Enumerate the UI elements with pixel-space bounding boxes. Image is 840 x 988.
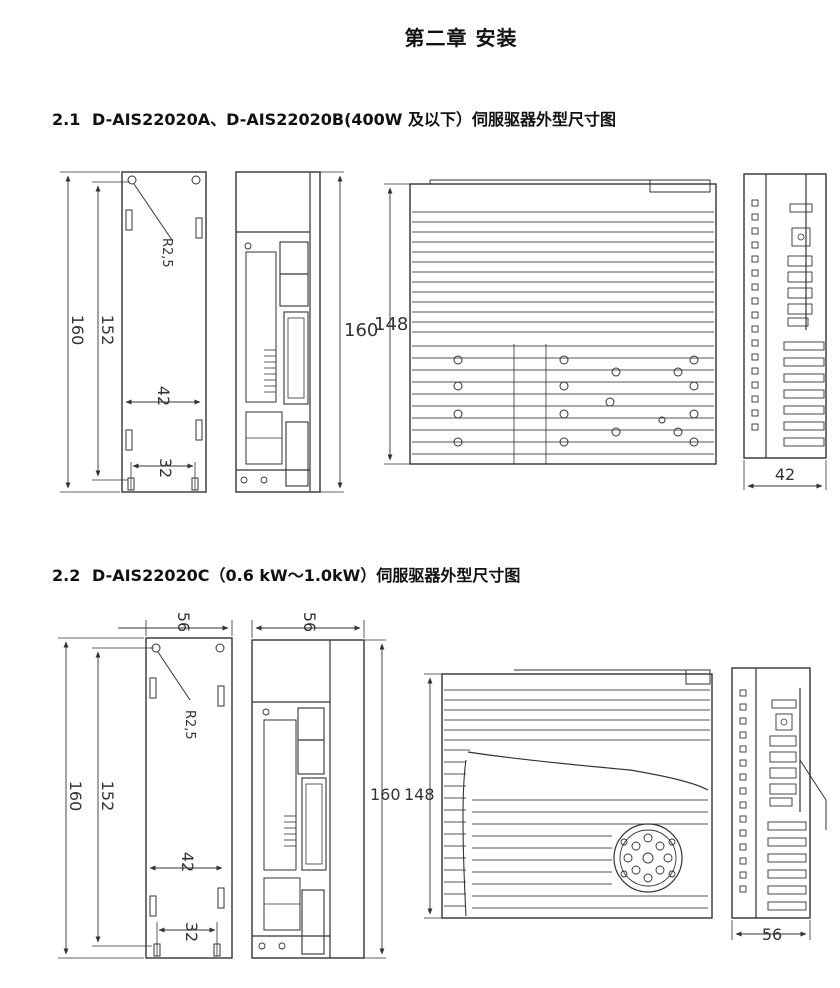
front-view-2-1: R2,5 160 152 42 32 bbox=[60, 171, 207, 493]
side-width-dimension: 56 bbox=[300, 612, 319, 632]
top-depth-dimension: 148 bbox=[404, 785, 435, 804]
radius-label: R2,5 bbox=[182, 710, 197, 740]
hole-span-dimension: 152 bbox=[98, 315, 117, 346]
top-view-2-2: 148 bbox=[404, 669, 713, 919]
radius-label: R2,5 bbox=[159, 238, 174, 268]
hole-pitch-dimension: 32 bbox=[156, 458, 175, 478]
back-width-dimension: 42 bbox=[775, 465, 795, 484]
section-title: D-AIS22020A、D-AIS22020B(400W 及以下）伺服驱器外型尺… bbox=[92, 110, 616, 129]
height-dimension: 160 bbox=[68, 315, 87, 346]
hole-width-dimension: 42 bbox=[178, 852, 197, 872]
back-view-2-1: 42 bbox=[743, 173, 827, 490]
front-view-2-2: R2,5 56 160 152 42 32 bbox=[58, 612, 233, 959]
top-depth-dimension: 148 bbox=[374, 314, 408, 335]
side-height-dimension: 160 bbox=[344, 320, 378, 341]
section-number: 2.2 bbox=[52, 566, 81, 585]
side-view-2-2: 56 160 bbox=[251, 612, 401, 959]
section-number: 2.1 bbox=[52, 110, 81, 129]
hole-pitch-dimension: 32 bbox=[182, 922, 201, 942]
height-dimension: 160 bbox=[66, 781, 85, 812]
hole-span-dimension: 152 bbox=[98, 781, 117, 812]
section-2-2-heading: 2.2 D-AIS22020C（0.6 kW～1.0kW）伺服驱器外型尺寸图 bbox=[52, 562, 520, 586]
hole-width-dimension: 42 bbox=[154, 386, 173, 406]
chapter-title: 第二章 安装 bbox=[404, 26, 518, 50]
back-view-2-2: 56 bbox=[731, 667, 827, 944]
back-width-dimension: 56 bbox=[762, 925, 782, 944]
side-height-dimension: 160 bbox=[370, 785, 401, 804]
section-title: D-AIS22020C（0.6 kW～1.0kW）伺服驱器外型尺寸图 bbox=[92, 566, 521, 585]
top-view-2-1: 148 bbox=[374, 179, 717, 465]
side-view-2-1: 160 bbox=[235, 171, 378, 493]
front-width-dimension: 56 bbox=[174, 612, 193, 632]
section-2-1-heading: 2.1 D-AIS22020A、D-AIS22020B(400W 及以下）伺服驱器… bbox=[52, 106, 616, 130]
